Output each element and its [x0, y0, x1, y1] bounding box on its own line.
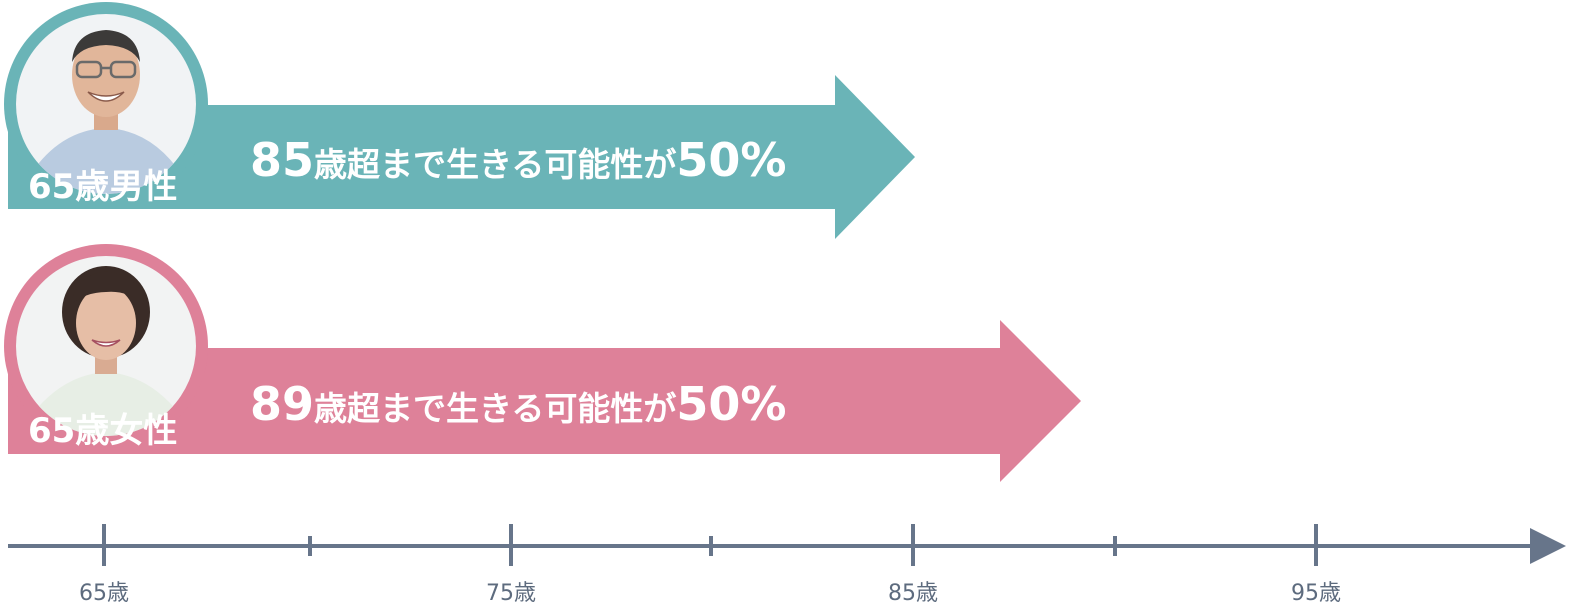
age-axis: 65歳 75歳 85歳 95歳	[8, 524, 1566, 606]
tick-label-85: 85歳	[888, 581, 938, 606]
female-avatar	[16, 256, 196, 436]
male-statement-mid: 歳超まで生きる可能性が	[314, 145, 676, 184]
male-arrow	[8, 75, 915, 239]
male-avatar	[16, 14, 196, 194]
female-row-label: 65歳女性	[28, 411, 177, 451]
tick-label-95: 95歳	[1291, 581, 1341, 606]
male-row-label: 65歳男性	[28, 167, 177, 207]
male-statement: 85歳超まで生きる可能性が50%	[250, 133, 786, 187]
tick-label-75: 75歳	[486, 581, 536, 606]
female-age-value: 89	[250, 377, 314, 431]
male-row: 65歳男性 85歳超まで生きる可能性が50%	[4, 2, 915, 239]
female-row: 65歳女性 89歳超まで生きる可能性が50%	[4, 244, 1081, 482]
axis-arrowhead	[1530, 528, 1566, 564]
male-age-value: 85	[250, 133, 314, 187]
female-statement: 89歳超まで生きる可能性が50%	[250, 377, 786, 431]
female-arrow	[8, 320, 1081, 482]
female-statement-mid: 歳超まで生きる可能性が	[314, 389, 676, 428]
tick-label-65: 65歳	[79, 581, 129, 606]
female-percent: 50%	[676, 377, 786, 431]
male-percent: 50%	[676, 133, 786, 187]
